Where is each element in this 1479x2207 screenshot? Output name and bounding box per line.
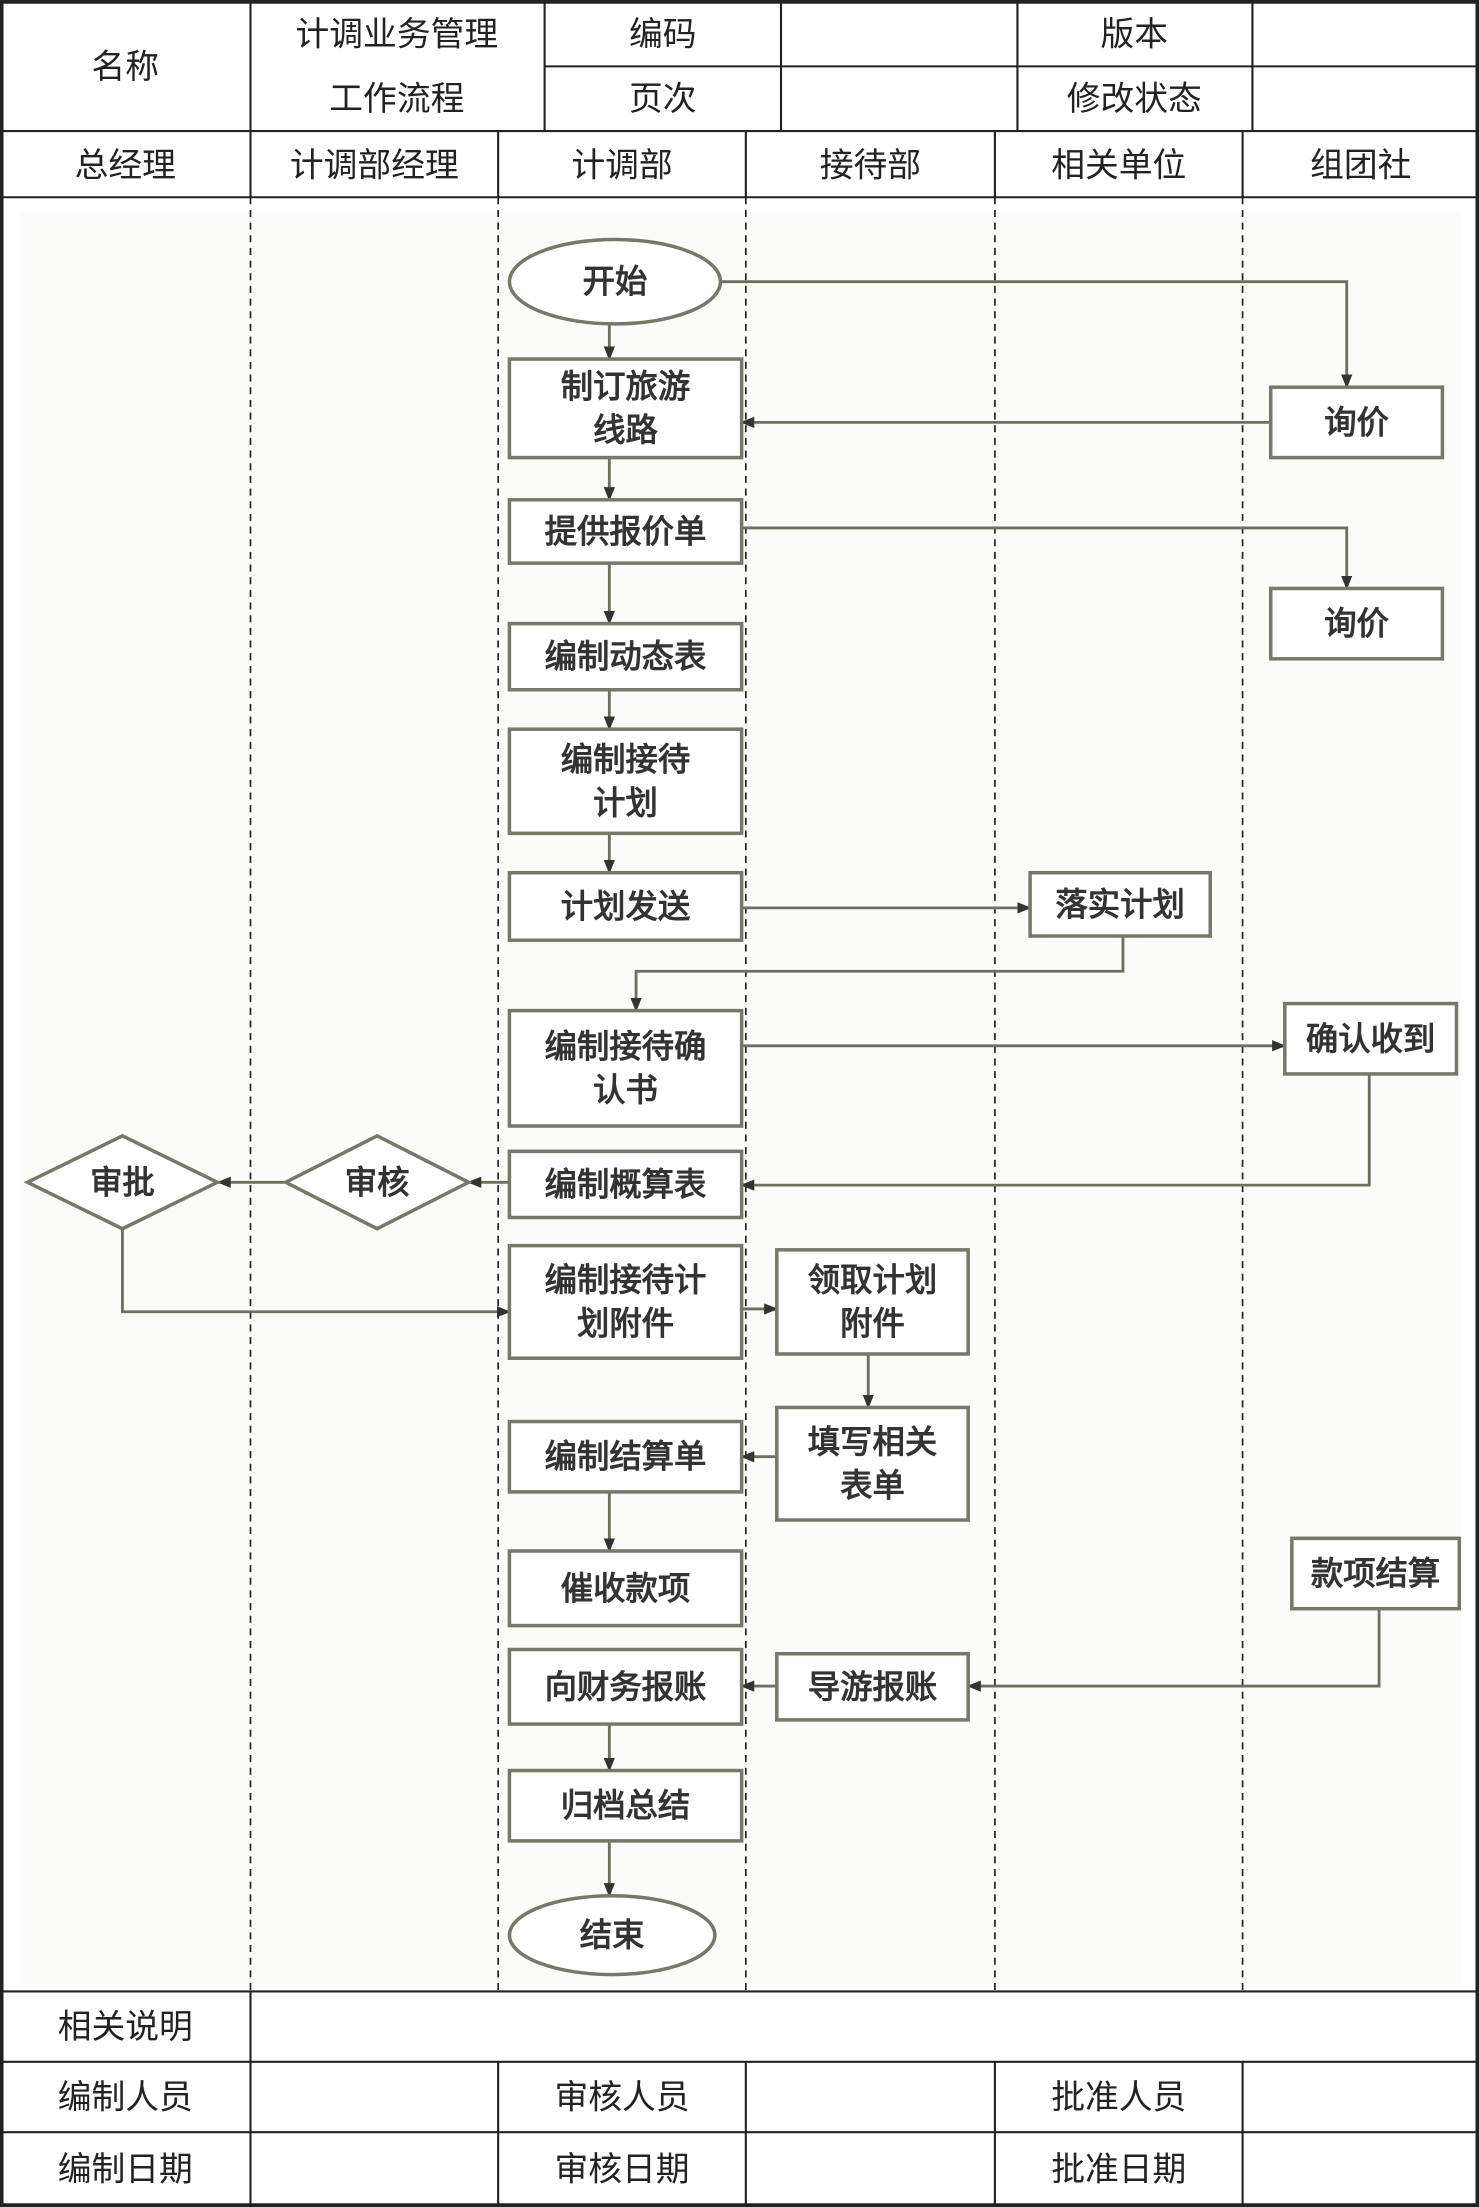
node-label: 制订旅游	[561, 368, 690, 406]
flow-arrow	[966, 1608, 1381, 1692]
flow-edges	[121, 280, 1381, 1898]
lane-header: 计调部经理	[290, 145, 459, 184]
flow-arrow	[121, 1228, 511, 1318]
reviewed-by-label: 审核人员	[554, 2078, 689, 2117]
node-review[interactable]: 审核	[281, 1133, 473, 1231]
approved-by-label: 批准人员	[1051, 2078, 1186, 2117]
node-label: 编制接待	[561, 740, 690, 778]
node-label: 编制接待计	[545, 1261, 707, 1299]
node-payment[interactable]: 款项结算	[1290, 1536, 1462, 1611]
lane-header: 相关单位	[1051, 145, 1186, 184]
reviewed-date-label: 审核日期	[554, 2149, 689, 2188]
lane-header: 总经理	[75, 145, 176, 184]
node-archive[interactable]: 归档总结	[507, 1768, 744, 1843]
swimlane-headers: 总经理 计调部经理 计调部 接待部 相关单位 组团社	[75, 131, 1411, 1992]
node-end[interactable]: 结束	[507, 1894, 717, 1977]
node-implement[interactable]: 落实计划	[1028, 870, 1212, 938]
lane-header: 接待部	[820, 145, 921, 184]
node-collect[interactable]: 催收款项	[507, 1549, 744, 1628]
node-label: 审核	[345, 1163, 410, 1201]
flow-arrow	[740, 1073, 1371, 1191]
version-label: 版本	[1100, 15, 1168, 54]
revision-label: 修改状态	[1067, 79, 1202, 118]
node-label: 编制动态表	[545, 638, 707, 676]
node-label: 询价	[1324, 605, 1389, 643]
title-line2: 工作流程	[329, 79, 464, 118]
title-line1: 计调业务管理	[296, 15, 499, 54]
name-label: 名称	[91, 47, 159, 86]
flow-arrow	[720, 280, 1353, 389]
node-label: 领取计划	[808, 1261, 937, 1299]
node-label: 线路	[593, 411, 658, 449]
node-budget[interactable]: 编制概算表	[507, 1149, 744, 1220]
node-label: 催收款项	[561, 1569, 690, 1607]
prepared-date-label: 编制日期	[58, 2149, 193, 2188]
node-label: 归档总结	[561, 1787, 690, 1825]
node-label: 提供报价单	[545, 512, 707, 550]
lane-header: 计调部	[571, 145, 672, 184]
node-label: 编制接待确	[545, 1028, 707, 1066]
node-label: 确认收到	[1306, 1020, 1435, 1058]
node-label: 导游报账	[808, 1668, 938, 1706]
node-label: 结束	[580, 1916, 645, 1954]
node-label: 落实计划	[1055, 885, 1184, 923]
node-label: 填写相关	[808, 1423, 938, 1461]
node-label: 向财务报账	[545, 1668, 707, 1706]
node-label: 附件	[840, 1305, 905, 1343]
prepared-by-label: 编制人员	[58, 2078, 193, 2117]
node-settle[interactable]: 编制结算单	[507, 1419, 744, 1494]
node-inquiry1[interactable]: 询价	[1268, 385, 1445, 460]
node-report-fin[interactable]: 向财务报账	[507, 1647, 744, 1726]
node-label: 计划	[593, 784, 658, 822]
node-inquiry2[interactable]: 询价	[1268, 586, 1445, 661]
node-label: 询价	[1324, 403, 1389, 441]
node-send[interactable]: 计划发送	[507, 870, 744, 943]
footer-table: 相关说明 编制人员 审核人员 批准人员 编制日期 审核日期 批准日期	[0, 1990, 1479, 2207]
node-label: 划附件	[577, 1305, 674, 1343]
node-label: 编制结算单	[545, 1438, 707, 1476]
node-label: 审批	[90, 1163, 155, 1201]
node-label: 开始	[583, 263, 648, 301]
node-received[interactable]: 确认收到	[1283, 1001, 1459, 1076]
node-label: 表单	[840, 1467, 905, 1505]
lane-header: 组团社	[1310, 145, 1411, 184]
node-label: 编制概算表	[545, 1165, 707, 1203]
node-dynamic[interactable]: 编制动态表	[507, 621, 744, 692]
node-guide[interactable]: 导游报账	[775, 1651, 970, 1722]
node-label: 款项结算	[1311, 1555, 1440, 1593]
node-start[interactable]: 开始	[507, 237, 723, 326]
code-label: 编码	[629, 15, 697, 54]
flow-nodes: 开始制订旅游线路询价提供报价单询价编制动态表编制接待计划计划发送落实计划编制接待…	[23, 237, 1462, 1977]
node-label: 认书	[593, 1071, 658, 1109]
node-quote[interactable]: 提供报价单	[507, 498, 744, 565]
approved-date-label: 批准日期	[1051, 2149, 1186, 2188]
notes-label: 相关说明	[58, 2007, 193, 2046]
node-label: 计划发送	[561, 887, 691, 925]
node-approve[interactable]: 审批	[23, 1133, 222, 1231]
flow-arrow	[630, 936, 1125, 1013]
page-label: 页次	[629, 79, 697, 118]
flow-arrow	[741, 526, 1353, 590]
